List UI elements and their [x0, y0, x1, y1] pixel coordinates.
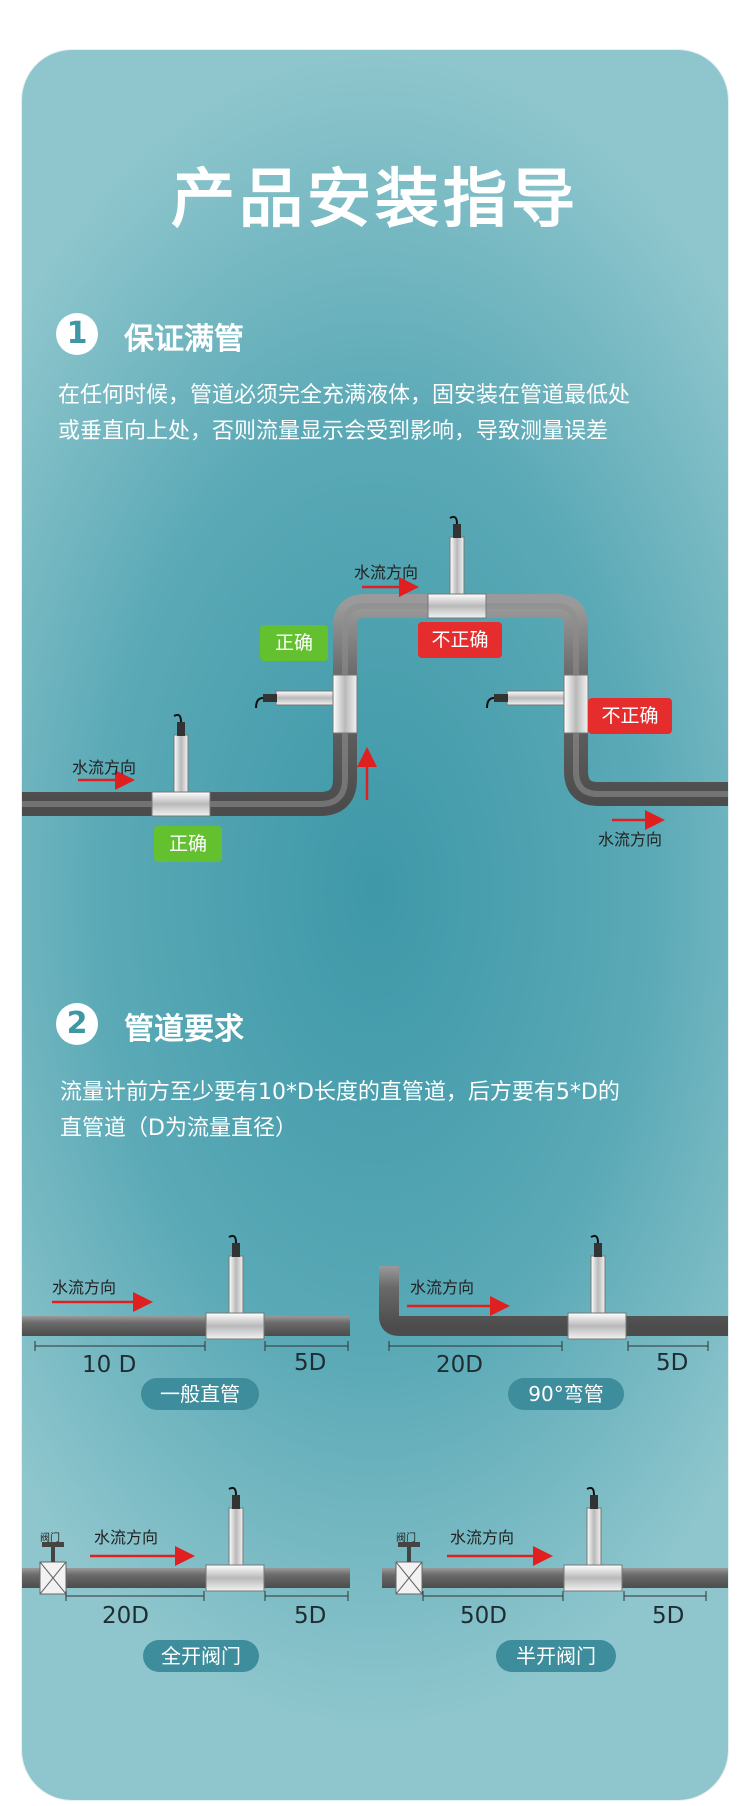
section-2-desc-line2: 直管道（D为流量直径）	[60, 1116, 297, 1141]
upstream-length: 50D	[460, 1603, 507, 1629]
case-label-straight: 一般直管	[141, 1378, 259, 1410]
upstream-length: 20D	[102, 1603, 149, 1629]
section-2-number: 2	[56, 1003, 98, 1045]
case-label-full-open: 全开阀门	[143, 1640, 259, 1672]
case-half-open-valve	[382, 1486, 728, 1601]
valve-label: 阀门	[40, 1533, 60, 1544]
flow-direction-label: 水流方向	[410, 1278, 475, 1297]
downstream-length: 5D	[652, 1603, 685, 1629]
case-label-elbow: 90°弯管	[508, 1378, 624, 1410]
upstream-length: 10 D	[82, 1352, 137, 1378]
case-label-half-open: 半开阀门	[496, 1640, 616, 1672]
badge-incorrect: 不正确	[588, 698, 672, 734]
content-card	[22, 50, 728, 1800]
flowmeter-sensor-a	[151, 713, 211, 817]
section-1-desc-line2: 或垂直向上处，否则流量显示会受到影响，导致测量误差	[58, 419, 609, 444]
flow-direction-label: 水流方向	[72, 758, 137, 777]
section-1-desc-line1: 在任何时候，管道必须完全充满液体，固安装在管道最低处	[58, 383, 631, 408]
flow-direction-label: 水流方向	[450, 1528, 515, 1547]
upstream-length: 20D	[436, 1352, 483, 1378]
flow-direction-label: 水流方向	[598, 830, 663, 849]
section-2-title: 管道要求	[124, 1012, 244, 1047]
valve-label: 阀门	[396, 1533, 416, 1544]
downstream-length: 5D	[294, 1350, 327, 1376]
downstream-length: 5D	[294, 1603, 327, 1629]
flowmeter-sensor-b	[427, 515, 487, 619]
flow-direction-label: 水流方向	[354, 563, 419, 582]
section-1-title: 保证满管	[124, 322, 244, 357]
badge-correct: 正确	[260, 625, 328, 661]
flow-direction-label: 水流方向	[94, 1528, 159, 1547]
badge-incorrect: 不正确	[418, 622, 502, 658]
case-straight-pipe	[22, 1234, 350, 1351]
page-title: 产品安装指导	[171, 163, 579, 237]
downstream-length: 5D	[656, 1350, 689, 1376]
case-full-open-valve	[22, 1486, 350, 1601]
section-1-number: 1	[56, 313, 98, 355]
flow-direction-label: 水流方向	[52, 1278, 117, 1297]
flowmeter-sensor-c	[255, 674, 358, 734]
flowmeter-sensor-d	[486, 674, 589, 734]
badge-correct: 正确	[154, 826, 222, 862]
section-2-desc-line1: 流量计前方至少要有10*D长度的直管道，后方要有5*D的	[60, 1080, 620, 1105]
case-elbow-pipe	[379, 1234, 728, 1351]
